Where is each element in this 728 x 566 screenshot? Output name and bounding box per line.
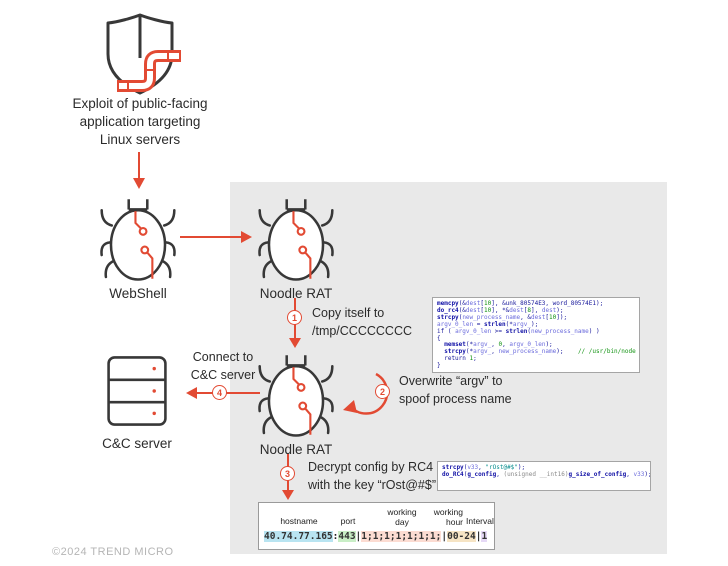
step2-text: Overwrite “argv” to spoof process name — [399, 372, 512, 408]
step4-text: Connect to C&C server — [186, 348, 260, 384]
exploit-caption: Exploit of public-facing application tar… — [72, 96, 208, 147]
webshell-label: WebShell — [109, 286, 167, 301]
code-snippet-spoof-argv: memcpy(&dest[10], &unk_80574E3, word_805… — [432, 297, 640, 373]
step2-line2: spoof process name — [399, 392, 512, 406]
step4-line2: C&C server — [190, 368, 256, 382]
step2-badge: 2 — [375, 384, 390, 399]
cnc-server-label: C&C server — [102, 436, 172, 451]
config-header-interval: Interval — [466, 516, 494, 526]
step3-badge: 3 — [280, 466, 295, 481]
arrow-step2-loop — [343, 372, 389, 415]
config-header-hostname: hostname — [280, 516, 318, 526]
step4-line1: Connect to — [192, 350, 254, 364]
noodle-rat-bug-icon — [258, 355, 334, 437]
code-snippet-rc4-key: strcpy(v33, "rOst@#$");do_RC4(g_config, … — [437, 461, 651, 491]
step1-line2: /tmp/CCCCCCCC — [312, 324, 412, 338]
arrow-webshell-to-noodlerat — [180, 231, 252, 243]
step3-text: Decrypt config by RC4 with the key “rOst… — [308, 458, 436, 494]
noodle-rat-label: Noodle RAT — [259, 286, 333, 301]
cnc-server-icon — [107, 356, 167, 426]
step4-badge: 4 — [212, 385, 227, 400]
arrow-step4-connect — [186, 387, 260, 399]
shield-with-worm-icon — [106, 13, 181, 95]
config-header-port: port — [340, 516, 356, 526]
config-header-working-hour: working hour — [433, 507, 463, 527]
webshell-bug-icon — [100, 199, 176, 281]
step1-text: Copy itself to /tmp/CCCCCCCC — [312, 304, 412, 340]
noodle-rat-bug-icon — [258, 199, 334, 281]
config-value-string: 40.74.77.165:443|1;1;1;1;1;1;1;|00-24|1 — [264, 531, 488, 542]
config-header-working-day: working day — [387, 507, 417, 527]
noodle-rat-label: Noodle RAT — [259, 442, 333, 457]
step3-line1: Decrypt config by RC4 — [308, 460, 434, 474]
step1-badge: 1 — [287, 310, 302, 325]
arrow-exploit-to-webshell — [133, 152, 145, 189]
config-table: hostname port working day working hour I… — [258, 502, 495, 550]
copyright-text: ©2024 TREND MICRO — [52, 546, 174, 558]
step3-line2: with the key “rOst@#$” — [308, 478, 437, 492]
step1-line1: Copy itself to — [312, 306, 385, 320]
step2-line1: Overwrite “argv” to — [399, 374, 503, 388]
